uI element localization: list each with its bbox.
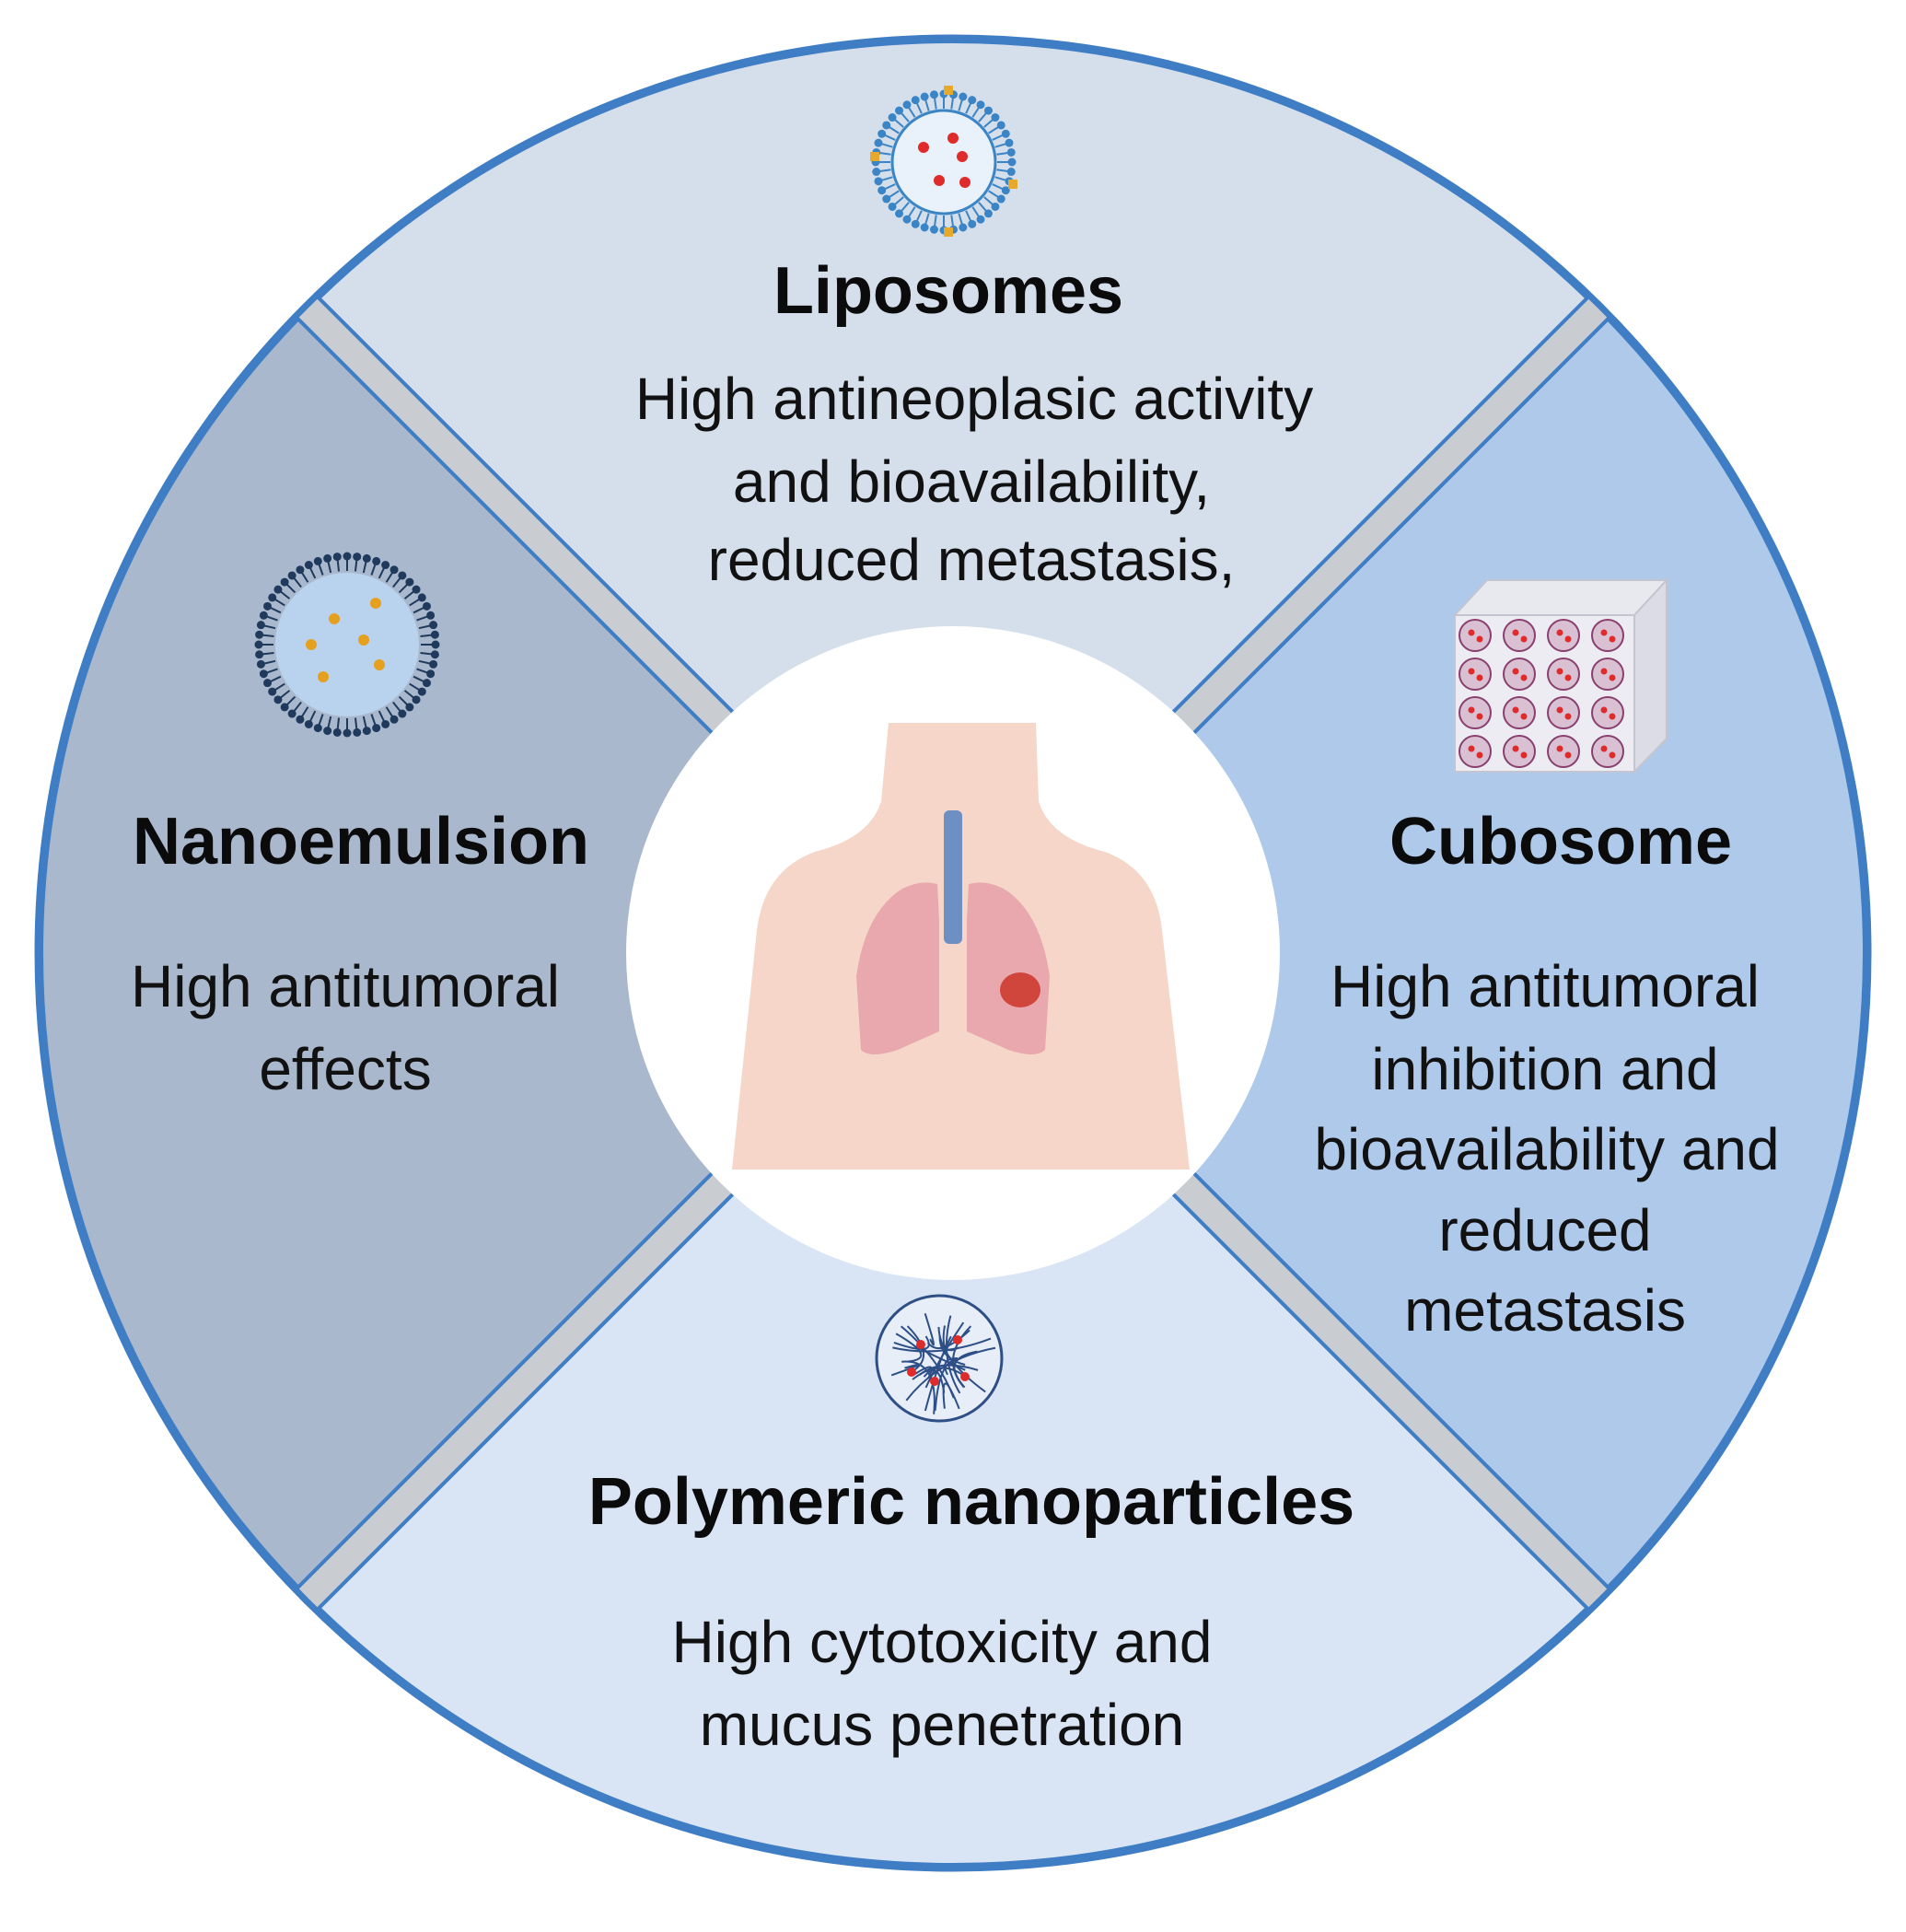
cubosome-desc-line-2: inhibition and — [1371, 1036, 1718, 1102]
drug-dot — [959, 177, 970, 188]
oil-droplet — [329, 613, 340, 624]
oil-droplet — [306, 639, 317, 650]
polymeric-desc-line-1: High cytotoxicity and — [672, 1609, 1213, 1675]
cube-cell — [1591, 619, 1624, 652]
cube-cell — [1547, 696, 1580, 729]
oil-droplet — [370, 598, 381, 609]
drug-dot — [957, 151, 968, 162]
cube-cell — [1459, 658, 1492, 691]
cube-cell — [1591, 696, 1624, 729]
right-lung — [967, 882, 1050, 1054]
nanoemulsion-sector — [40, 316, 726, 1590]
cubosome-desc-line-5: metastasis — [1404, 1277, 1686, 1344]
cube-cell — [1459, 619, 1492, 652]
cubosome-desc-line-1: High antitumoral — [1331, 953, 1760, 1019]
ligand-mark — [870, 152, 879, 161]
cubosome-sector — [1180, 316, 1866, 1590]
liposome-icon — [870, 86, 1017, 237]
cube-cell — [1459, 735, 1492, 768]
drug-dot — [930, 1377, 939, 1386]
liposomes-desc-line-3: reduced metastasis, — [708, 527, 1236, 593]
liposomes-title: Liposomes — [773, 254, 1123, 328]
drug-dot — [934, 175, 945, 186]
oil-droplet — [318, 671, 329, 682]
torso-body — [732, 723, 1190, 1170]
outer-border — [36, 36, 1870, 1870]
cube-cell — [1547, 735, 1580, 768]
cubosome-icon — [1452, 577, 1669, 774]
polymeric-nanoparticles-sector — [316, 1180, 1590, 1867]
drug-dot — [916, 1340, 925, 1349]
cube-cell — [1459, 696, 1492, 729]
cube-cell — [1503, 619, 1536, 652]
cubosome-desc-line-4: reduced — [1438, 1197, 1651, 1263]
cube-cell — [1503, 696, 1536, 729]
cube-cell — [1503, 658, 1536, 691]
left-lung — [856, 882, 939, 1054]
liposomes-sector — [316, 40, 1590, 727]
ligand-mark — [944, 86, 953, 95]
cube-top — [1452, 579, 1669, 616]
cube-cell — [1503, 735, 1536, 768]
drug-dot — [953, 1335, 962, 1344]
nanoemulsion-desc-line-2: effects — [259, 1036, 431, 1102]
polymeric-title: Polymeric nanoparticles — [588, 1465, 1354, 1539]
cube-cell — [1591, 658, 1624, 691]
oil-droplet — [358, 634, 369, 646]
ligand-mark — [944, 227, 953, 237]
trachea — [944, 810, 962, 944]
drug-dot — [918, 142, 929, 153]
tumor-icon — [1000, 972, 1040, 1007]
cube-cell — [1547, 619, 1580, 652]
nanoemulsion-desc-line-1: High antitumoral — [131, 953, 560, 1019]
drug-dot — [907, 1368, 916, 1377]
drug-dot — [960, 1372, 970, 1381]
polymeric-nanoparticle-icon — [875, 1294, 1004, 1423]
cubosome-desc-line-3: bioavailability and — [1314, 1116, 1779, 1182]
human-torso-lungs-icon — [732, 723, 1190, 1170]
polymeric-desc-line-2: mucus penetration — [700, 1692, 1185, 1758]
drug-dot — [947, 133, 959, 144]
cube-cell — [1547, 658, 1580, 691]
liposomes-desc-line-1: High antineoplasic activity — [635, 366, 1313, 432]
ligand-mark — [1008, 180, 1017, 189]
oil-droplet — [374, 659, 385, 670]
nanoemulsion-droplet-icon — [254, 552, 440, 738]
cube-side — [1633, 577, 1668, 774]
cube-cell — [1591, 735, 1624, 768]
nanoemulsion-title: Nanoemulsion — [133, 805, 589, 879]
cubosome-title: Cubosome — [1389, 805, 1732, 879]
liposomes-desc-line-2: and bioavailability, — [733, 448, 1210, 515]
